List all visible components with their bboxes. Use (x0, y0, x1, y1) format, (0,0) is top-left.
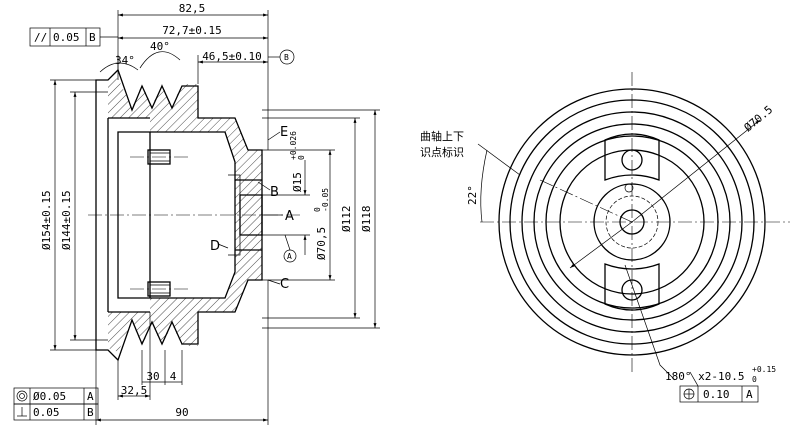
slot-tol-up: +0.15 (752, 365, 776, 374)
label-C: C (280, 277, 289, 292)
dim-dia-70-5: Ø70.5 (742, 103, 776, 134)
dim-dia-15: Ø15 (291, 172, 304, 192)
datum-A-circle-label: A (287, 252, 292, 261)
dim-bottom-32: 32,5 (121, 384, 148, 397)
slot-note: 180° x2-10.5 (665, 370, 744, 383)
label-D: D (210, 239, 220, 254)
label-E: E (280, 125, 288, 140)
coaxial-value: Ø0.05 (33, 390, 66, 403)
dim-overall-width: 82,5 (179, 2, 206, 15)
dim-bottom-30: 30 (146, 370, 159, 383)
tolerance-frame-position (679, 385, 759, 403)
tolerance-frame-perpendicular (13, 403, 99, 421)
dim-inner-width: 72,7±0.15 (162, 24, 222, 37)
position-datum: A (746, 388, 753, 401)
front-view (477, 72, 790, 387)
tolerance-frame-coaxial (13, 387, 99, 405)
label-A: A (285, 209, 294, 224)
dim-dia-15-tol: +0.026 (289, 131, 298, 160)
crank-mark-note-line1: 曲轴上下 (420, 129, 464, 143)
dim-dia-154: Ø154±0.15 (40, 190, 53, 250)
perpendicular-value: 0.05 (33, 406, 60, 419)
dim-dia-118: Ø118 (360, 206, 373, 233)
dimension-lines (50, 10, 380, 425)
dim-dia-70-tol-up: 0 (313, 207, 322, 212)
position-value: 0.10 (703, 388, 730, 401)
dim-dia-70-tol: -0.05 (321, 188, 330, 212)
coaxial-datum: A (87, 390, 94, 403)
dim-bottom-90: 90 (175, 406, 188, 419)
angle-22: 22° (466, 185, 479, 205)
parallel-value: 0.05 (53, 31, 80, 44)
dim-dia-15-tol-low: 0 (297, 155, 306, 160)
tolerance-frame-parallel (29, 27, 118, 47)
dim-right-width: 46,5±0.10 (202, 50, 262, 63)
dim-groove-angle-left: 34° (115, 54, 135, 67)
crank-mark-note-line2: 识点标识 (420, 145, 464, 159)
section-mark-label: B (284, 53, 289, 62)
dim-dia-70: Ø70,5 (315, 227, 328, 260)
perpendicular-datum: B (87, 406, 94, 419)
dim-bottom-4: 4 (170, 370, 177, 383)
dim-dia-112: Ø112 (340, 206, 353, 233)
label-B: B (270, 185, 279, 200)
parallel-datum: B (89, 31, 96, 44)
dim-groove-angle-right: 40° (150, 40, 170, 53)
slot-tol-low: 0 (752, 375, 757, 384)
parallel-symbol: // (34, 31, 47, 44)
dim-dia-144: Ø144±0.15 (60, 190, 73, 250)
